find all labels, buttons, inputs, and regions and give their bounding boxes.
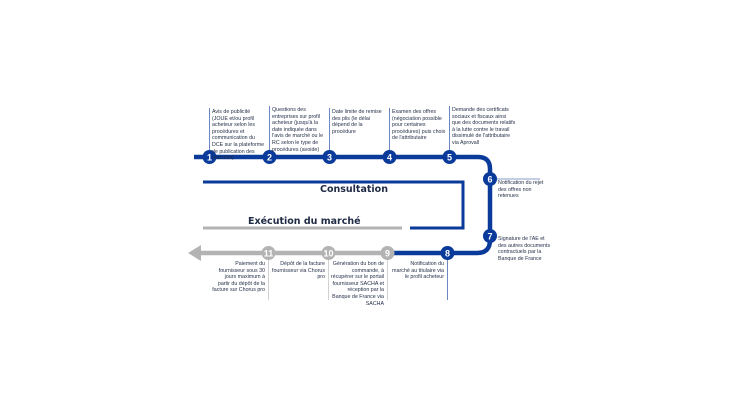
step-3-marker: 3 <box>322 150 337 164</box>
svg-text:11: 11 <box>264 248 274 258</box>
phase-title-consultation: Consultation <box>320 184 388 195</box>
step-4-marker: 4 <box>382 150 397 164</box>
step-1-marker: 1 <box>202 150 217 164</box>
step-2-label: Questions des entreprises sur profil ach… <box>272 107 324 153</box>
step-5-marker: 5 <box>442 150 457 164</box>
step-7-label: Signature de l'AE et des autres document… <box>498 236 551 262</box>
phase-title-execution: Exécution du marché <box>248 216 361 227</box>
svg-text:10: 10 <box>323 248 333 258</box>
step-1-label: Avis de publicité (JOUE et/ou profil ach… <box>212 109 265 162</box>
step-9-marker: 9 <box>380 246 395 260</box>
step-6-label: Notification du rejet des offres non ret… <box>498 180 544 200</box>
step-4-label: Examen des offres (négociation possible … <box>392 109 446 142</box>
step-3-label: Date limite de remise des plis (le délai… <box>332 109 382 135</box>
step-7-marker: 7 <box>483 229 497 243</box>
svg-text:7: 7 <box>487 231 492 241</box>
step-11-label: Paiement du fournisseur sous 30 jours ma… <box>212 261 265 294</box>
step-2-marker: 2 <box>262 150 277 164</box>
svg-text:8: 8 <box>445 248 450 258</box>
svg-text:1: 1 <box>207 152 212 162</box>
main-flow-path <box>194 154 493 256</box>
step-10-marker: 10 <box>321 246 336 260</box>
consultation-bracket <box>203 180 465 230</box>
step-6-marker: 6 <box>483 172 497 186</box>
arrow-left-icon <box>188 245 201 261</box>
svg-text:9: 9 <box>385 248 390 258</box>
step-8-marker: 8 <box>440 246 455 260</box>
step-9-label: Génération du bon de commande, à récupér… <box>331 261 384 307</box>
svg-text:6: 6 <box>487 174 492 184</box>
svg-text:2: 2 <box>267 152 272 162</box>
svg-text:5: 5 <box>447 152 452 162</box>
step-10-label: Dépôt de la facture fournisseur via Chor… <box>272 261 325 281</box>
svg-text:3: 3 <box>327 152 332 162</box>
step-8-label: Notification du marché au titulaire via … <box>392 261 444 281</box>
svg-text:4: 4 <box>387 152 392 162</box>
step-11-marker: 11 <box>261 246 276 260</box>
step-5-label: Demande des certificats sociaux et fisca… <box>452 107 516 146</box>
